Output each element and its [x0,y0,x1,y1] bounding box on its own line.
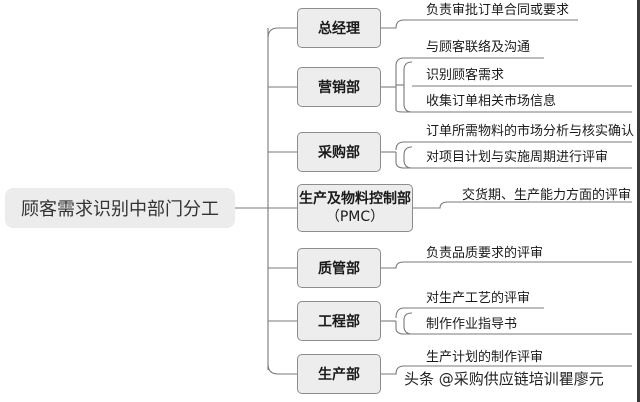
dept-marketing: 营销部 [297,67,381,107]
root-node: 顾客需求识别中部门分工 [5,188,235,228]
dept-general-manager: 总经理 [297,8,381,48]
duty-item: 识别顾客需求 [426,68,505,83]
duty-item: 订单所需物料的市场分析与核实确认 [426,124,635,139]
duty-item: 收集订单相关市场信息 [426,94,557,109]
watermark: 头条 @采购供应链培训瞿廖元 [404,370,604,388]
dept-label: 质管部 [318,261,360,277]
duty-item: 负责审批订单合同或要求 [426,3,570,18]
dept-purchasing: 采购部 [297,132,381,172]
duty-item: 制作作业指导书 [426,317,518,332]
dept-label: 总经理 [318,21,360,37]
dept-quality: 质管部 [297,248,381,288]
dept-engineering: 工程部 [297,301,381,341]
root-label: 顾客需求识别中部门分工 [21,199,219,220]
duty-item: 交货期、生产能力方面的评审 [462,188,632,203]
dept-label: 采购部 [318,145,360,161]
duty-item: 对项目计划与实施周期进行评审 [426,150,609,165]
duty-item: 对生产工艺的评审 [426,291,531,306]
dept-label: 营销部 [318,80,360,96]
dept-label: 生产及物料控制部 [299,191,411,207]
dept-pmc: 生产及物料控制部 （PMC） [297,184,413,232]
dept-label: 工程部 [318,314,360,330]
dept-sublabel: （PMC） [325,209,385,225]
dept-label: 生产部 [318,367,360,383]
duty-item: 与顾客联络及沟通 [426,40,531,55]
dept-production: 生产部 [297,354,381,394]
duty-item: 生产计划的制作评审 [426,350,544,365]
duty-item: 负责品质要求的评审 [426,246,544,261]
right-border [637,0,640,402]
